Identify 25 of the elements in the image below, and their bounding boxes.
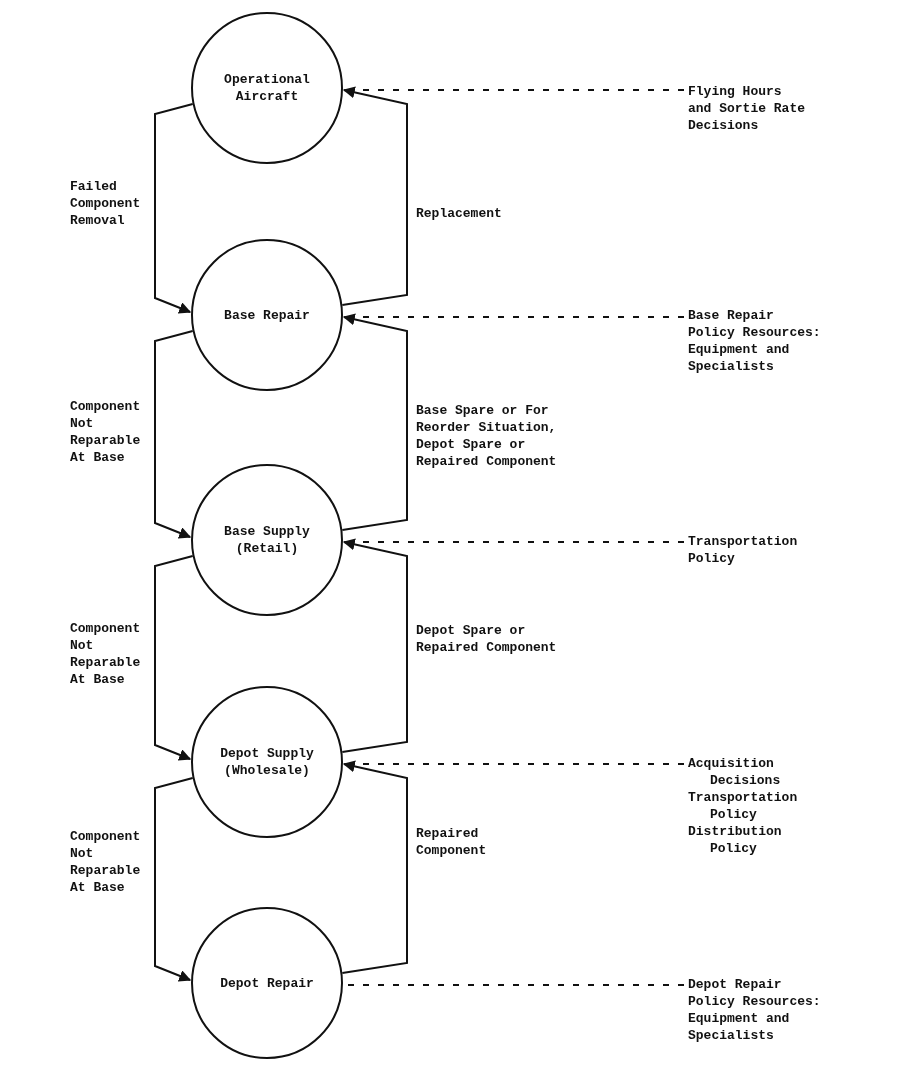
node-label: Depot Repair xyxy=(220,974,314,992)
arrow xyxy=(154,777,194,982)
arrow xyxy=(341,86,408,306)
process-circle xyxy=(191,464,343,616)
process-circle xyxy=(191,239,343,391)
arrow xyxy=(154,103,194,314)
node-label: Base Repair xyxy=(224,306,310,324)
process-circle xyxy=(191,12,343,164)
arrow xyxy=(341,313,408,531)
arrow xyxy=(341,760,408,974)
arrow xyxy=(341,538,408,753)
node-label: Depot Supply (Wholesale) xyxy=(219,745,315,779)
process-circle xyxy=(191,686,343,838)
node-label: Operational Aircraft xyxy=(223,71,311,105)
arrow xyxy=(154,330,194,539)
input-label: Acquisition Decisions xyxy=(688,755,782,789)
process-circle xyxy=(191,907,343,1059)
arrow xyxy=(154,555,194,761)
input-label: Transportation Policy xyxy=(688,789,799,823)
input-label: Base Repair Policy Resources: Equipment and Specialists xyxy=(688,307,822,375)
input-label: Distribution Policy xyxy=(688,823,783,857)
node-label: Base Supply (Retail) xyxy=(223,523,311,557)
input-label: Flying Hours and Sortie Rate Decisions xyxy=(688,83,807,134)
input-label: Depot Repair Policy Resources: Equipment and Specialists xyxy=(688,976,822,1044)
input-label: Transportation Policy xyxy=(688,533,799,567)
